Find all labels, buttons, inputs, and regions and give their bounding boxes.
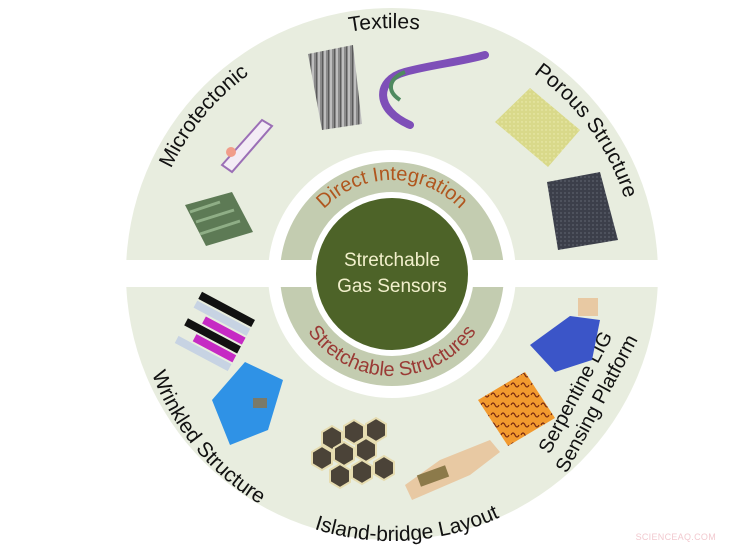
wrinkled-layers-image [174,291,255,372]
porous-dark-sponge-image [547,172,618,250]
center-title-line1: Stretchable [344,250,440,271]
center-title-line2: Gas Sensors [337,276,447,297]
textiles-fiber-image [379,51,489,129]
rmit-device-image [220,118,274,174]
textiles-sem-image [308,45,362,130]
island-bridge-hexagon-image [311,416,395,490]
outer-ring-top [126,8,658,260]
center-disk [316,198,468,350]
wrinkled-glove-image [212,362,283,445]
porous-yellow-sponge-image [495,88,580,167]
watermark: SCIENCEAQ.COM [635,532,716,542]
island-bridge-wrist-image [405,440,500,500]
serpentine-glove-image [530,298,600,372]
microtectonic-image [185,192,253,246]
serpentine-lig-array-image [478,372,555,446]
outer-ring-bottom [126,287,658,540]
